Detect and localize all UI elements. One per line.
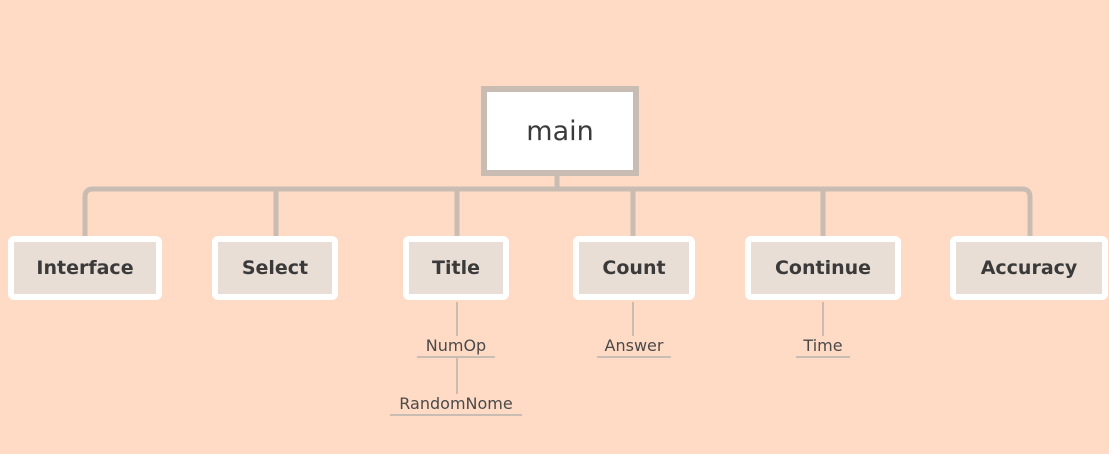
leaf-randomnome[interactable]: RandomNome (390, 392, 522, 416)
node-label: Count (602, 257, 666, 279)
node-label: Interface (36, 257, 134, 279)
root-node-main[interactable]: main (481, 86, 639, 176)
node-label: Continue (774, 257, 872, 279)
node-label: Accuracy (980, 257, 1078, 279)
root-node-label: main (526, 115, 594, 147)
bus-line (82, 186, 1033, 238)
node-label: Select (241, 257, 309, 279)
leaf-numop[interactable]: NumOp (417, 334, 495, 358)
leaf-time[interactable]: Time (796, 334, 850, 358)
leaf-label: Answer (604, 335, 664, 355)
leaf-label: RandomNome (399, 393, 513, 413)
leaf-answer[interactable]: Answer (597, 334, 671, 358)
node-label: Title (432, 257, 480, 279)
node-title[interactable]: Title (403, 236, 509, 300)
node-continue[interactable]: Continue (745, 236, 901, 300)
node-count[interactable]: Count (573, 236, 695, 300)
leaf-label: NumOp (425, 335, 487, 355)
node-accuracy[interactable]: Accuracy (950, 236, 1108, 300)
node-select[interactable]: Select (212, 236, 338, 300)
leaf-label: Time (803, 335, 843, 355)
node-interface[interactable]: Interface (8, 236, 162, 300)
